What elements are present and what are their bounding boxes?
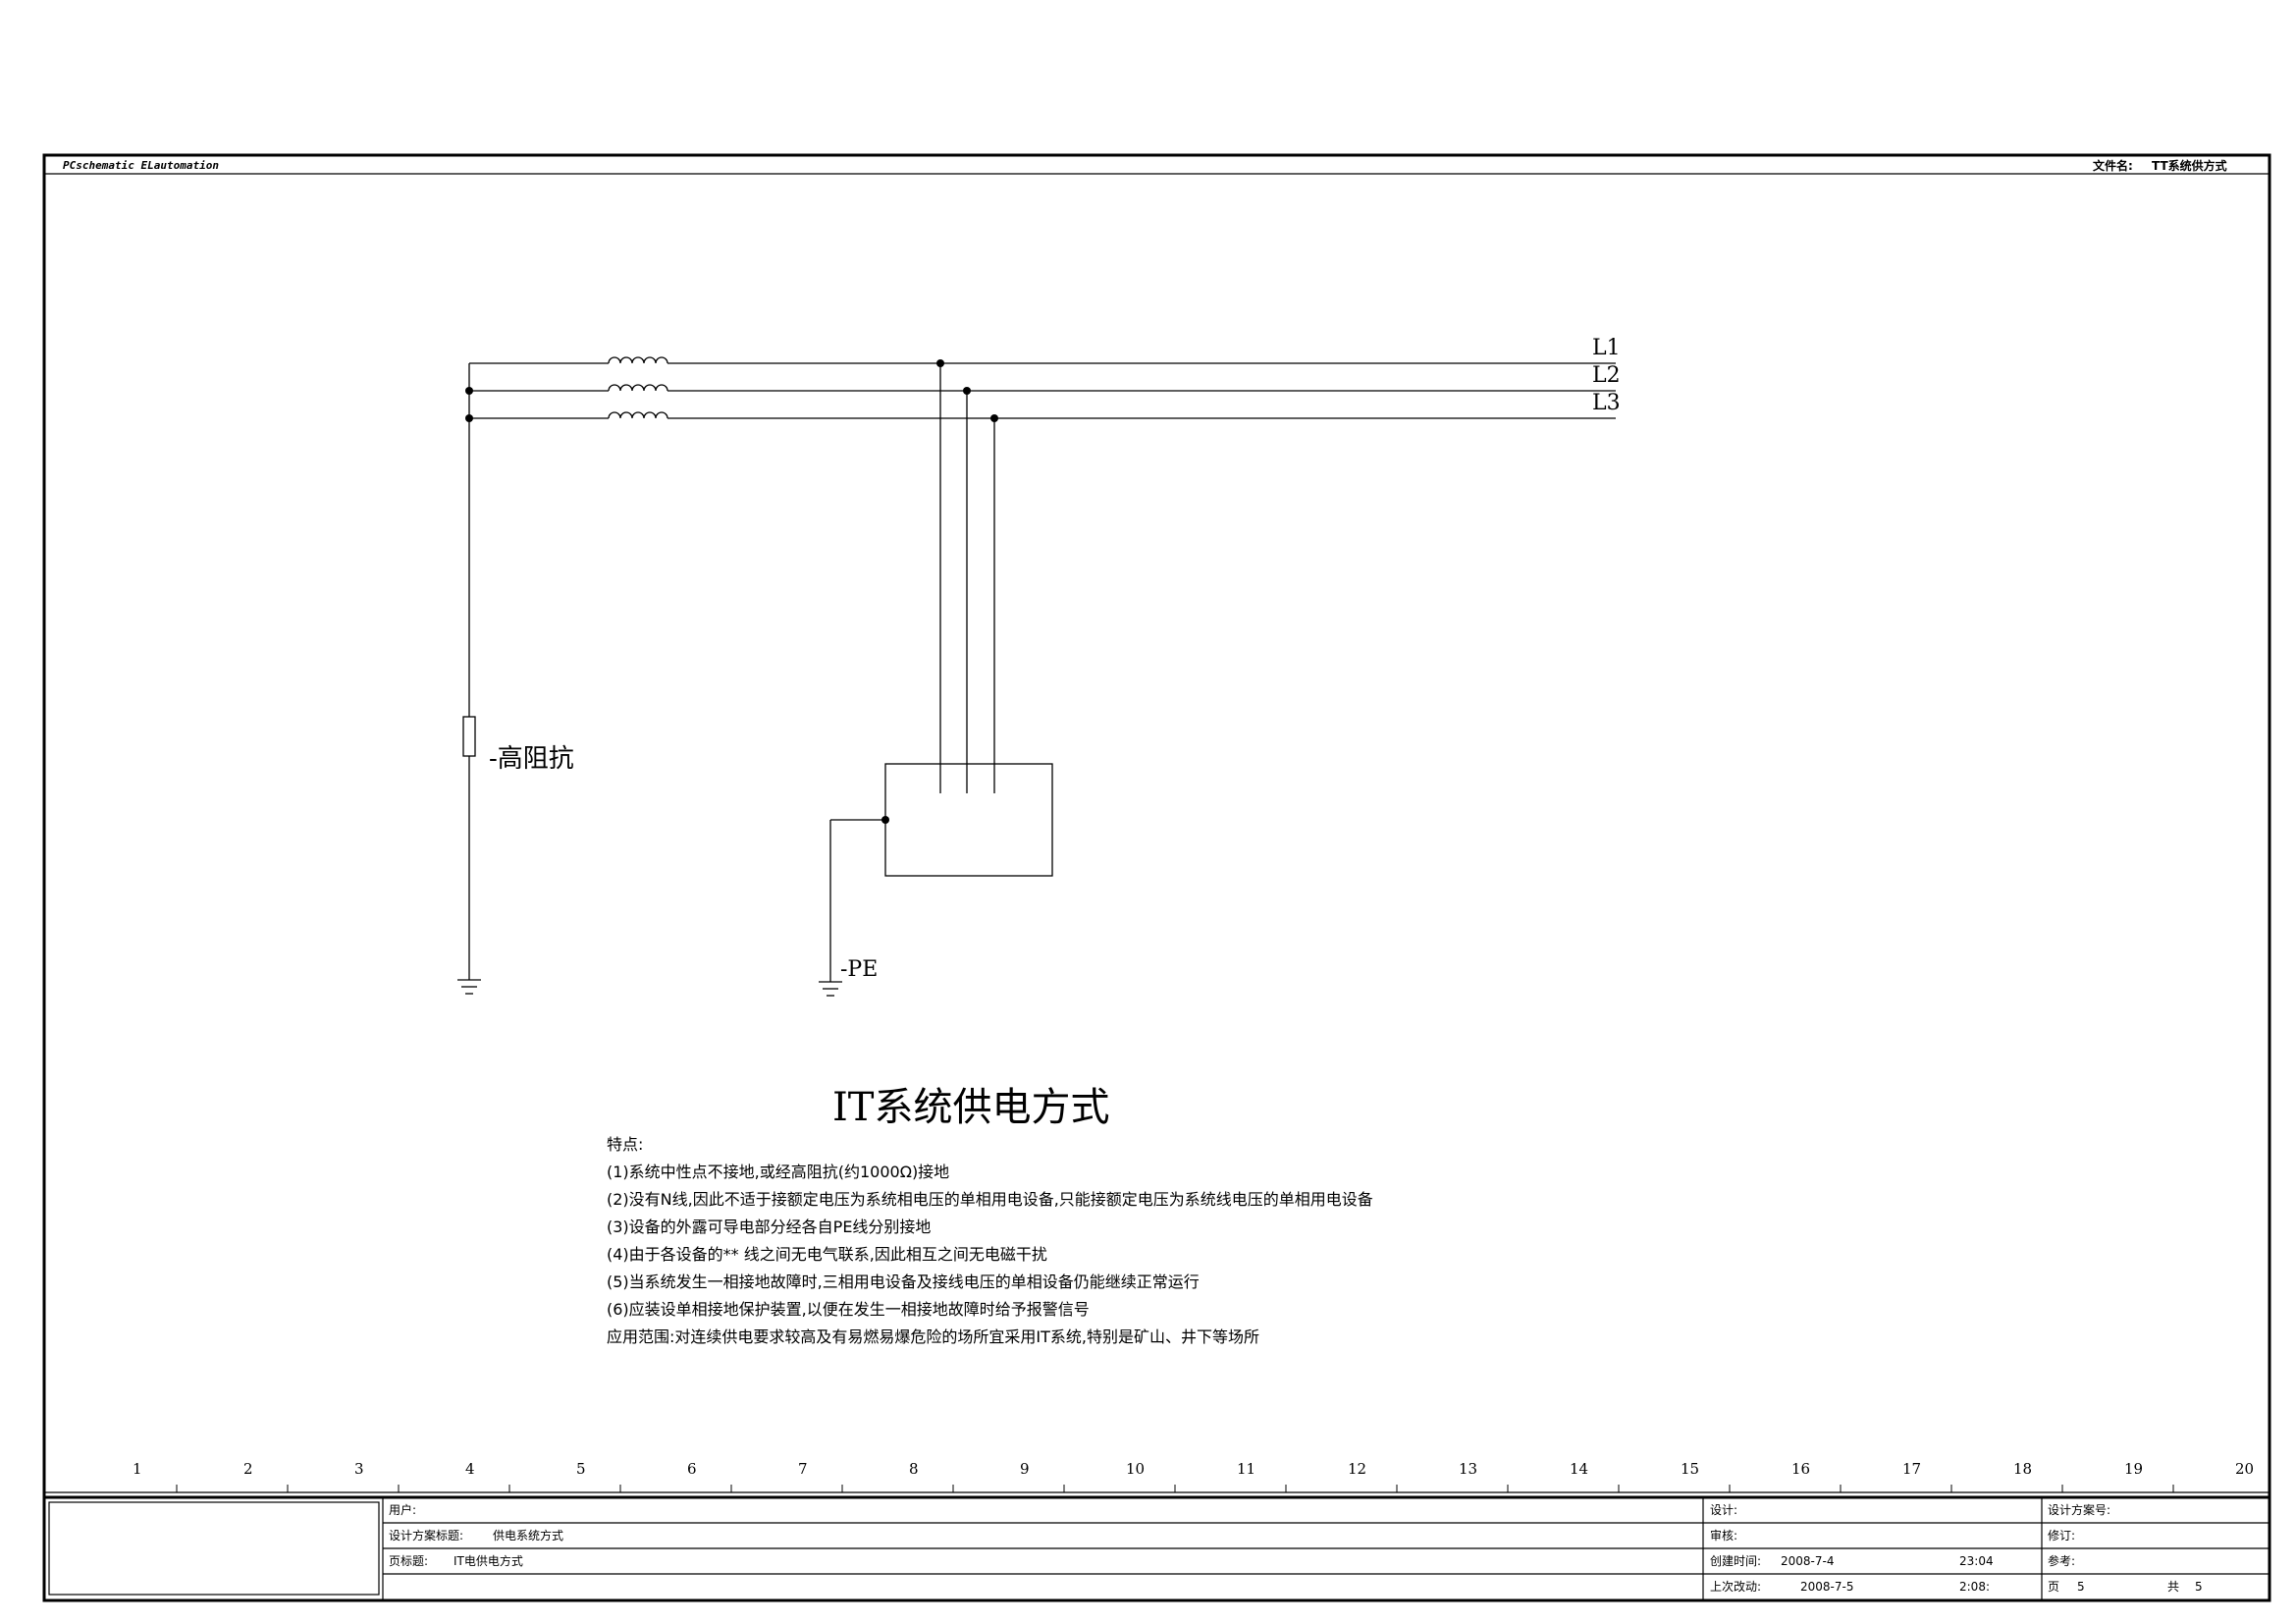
reference-label: 参考: <box>2048 1554 2076 1568</box>
header-file-name: TT系统供方式 <box>2152 159 2227 173</box>
scheme-title-label: 设计方案标题: <box>389 1529 464 1543</box>
column-number: 20 <box>2235 1460 2255 1478</box>
phase-label-l2: L2 <box>1592 363 1621 388</box>
equipment-enclosure <box>884 763 1053 877</box>
column-number: 12 <box>1348 1460 1367 1478</box>
column-number: 10 <box>1126 1460 1146 1478</box>
junction-dot <box>465 387 473 395</box>
modified-time: 2:08: <box>1959 1580 1990 1594</box>
page-number: 5 <box>2077 1580 2085 1594</box>
header-file-name-label: 文件名: <box>2093 159 2133 173</box>
design-label: 设计: <box>1710 1503 1738 1517</box>
pe-label: -PE <box>840 957 879 982</box>
phase-label-l1: L1 <box>1592 336 1621 360</box>
ground-icon <box>457 979 481 995</box>
column-number: 2 <box>243 1460 253 1478</box>
note-line: 应用范围:对连续供电要求较高及有易燃易爆危险的场所宜采用IT系统,特别是矿山、井… <box>607 1327 1259 1346</box>
title-block-grid <box>48 1497 2269 1600</box>
scheme-number-label: 设计方案号: <box>2048 1503 2111 1517</box>
column-number: 9 <box>1020 1460 1030 1478</box>
review-label: 审核: <box>1710 1529 1738 1543</box>
phase-label-l3: L3 <box>1592 391 1621 415</box>
modified-label: 上次改动: <box>1710 1580 1762 1594</box>
junction-dot <box>465 414 473 422</box>
column-number: 13 <box>1459 1460 1478 1478</box>
neutral-earthing-path <box>457 363 481 995</box>
junction-dot <box>881 816 889 824</box>
note-line: (2)没有N线,因此不适于接额定电压为系统相电压的单相用电设备,只能接额定电压为… <box>607 1190 1373 1209</box>
junction-dot <box>936 359 944 367</box>
created-label: 创建时间: <box>1710 1554 1762 1568</box>
phase-line-l1 <box>469 356 1616 364</box>
high-impedance-resistor <box>462 716 476 757</box>
scheme-title-value: 供电系统方式 <box>493 1529 564 1543</box>
column-number: 16 <box>1791 1460 1811 1478</box>
phase-busbars <box>469 356 1616 419</box>
note-line: (6)应装设单相接地保护装置,以便在发生一相接地故障时给予报警信号 <box>607 1300 1090 1319</box>
page-title-label: 页标题: <box>389 1554 429 1568</box>
column-number: 11 <box>1237 1460 1256 1478</box>
column-number: 17 <box>1902 1460 1922 1478</box>
total-pages: 5 <box>2195 1580 2203 1594</box>
note-line: (5)当系统发生一相接地故障时,三相用电设备及接线电压的单相设备仍能继续正常运行 <box>607 1272 1200 1291</box>
column-number: 19 <box>2124 1460 2144 1478</box>
drawing-frame <box>42 153 2271 1602</box>
junction-dot <box>963 387 971 395</box>
resistor-label: -高阻抗 <box>489 744 574 774</box>
column-number: 1 <box>133 1460 142 1478</box>
junction-dot <box>990 414 998 422</box>
pe-earthing-path <box>819 819 885 997</box>
drawing-title: IT系统供电方式 <box>832 1085 1110 1130</box>
junction-dots <box>465 359 998 824</box>
column-number: 14 <box>1570 1460 1589 1478</box>
total-pages-label: 共 <box>2167 1580 2180 1594</box>
column-number: 6 <box>687 1460 697 1478</box>
consumer-equipment <box>884 363 1053 877</box>
column-number: 15 <box>1681 1460 1700 1478</box>
user-label: 用户: <box>389 1503 417 1517</box>
column-number: 5 <box>576 1460 586 1478</box>
created-time: 23:04 <box>1959 1554 1994 1568</box>
ground-icon <box>819 981 842 997</box>
column-number: 4 <box>465 1460 475 1478</box>
note-line: (3)设备的外露可导电部分经各自PE线分别接地 <box>607 1218 932 1236</box>
column-number: 3 <box>354 1460 364 1478</box>
created-date: 2008-7-4 <box>1781 1554 1835 1568</box>
column-number: 8 <box>909 1460 919 1478</box>
page-label: 页 <box>2048 1580 2060 1594</box>
note-line: 特点: <box>607 1135 644 1154</box>
page-title-value: IT电供电方式 <box>454 1554 523 1568</box>
column-number: 18 <box>2013 1460 2033 1478</box>
modified-date: 2008-7-5 <box>1800 1580 1854 1594</box>
header-app-name: PCschematic ELautomation <box>63 159 219 172</box>
note-line: (1)系统中性点不接地,或经高阻抗(约1000Ω)接地 <box>607 1163 950 1181</box>
phase-line-l3 <box>469 411 1616 419</box>
column-grid-ticks <box>176 1485 2174 1492</box>
revision-label: 修订: <box>2048 1529 2076 1543</box>
note-line: (4)由于各设备的** 线之间无电气联系,因此相互之间无电磁干扰 <box>607 1245 1047 1264</box>
phase-line-l2 <box>469 384 1616 392</box>
column-number: 7 <box>798 1460 808 1478</box>
